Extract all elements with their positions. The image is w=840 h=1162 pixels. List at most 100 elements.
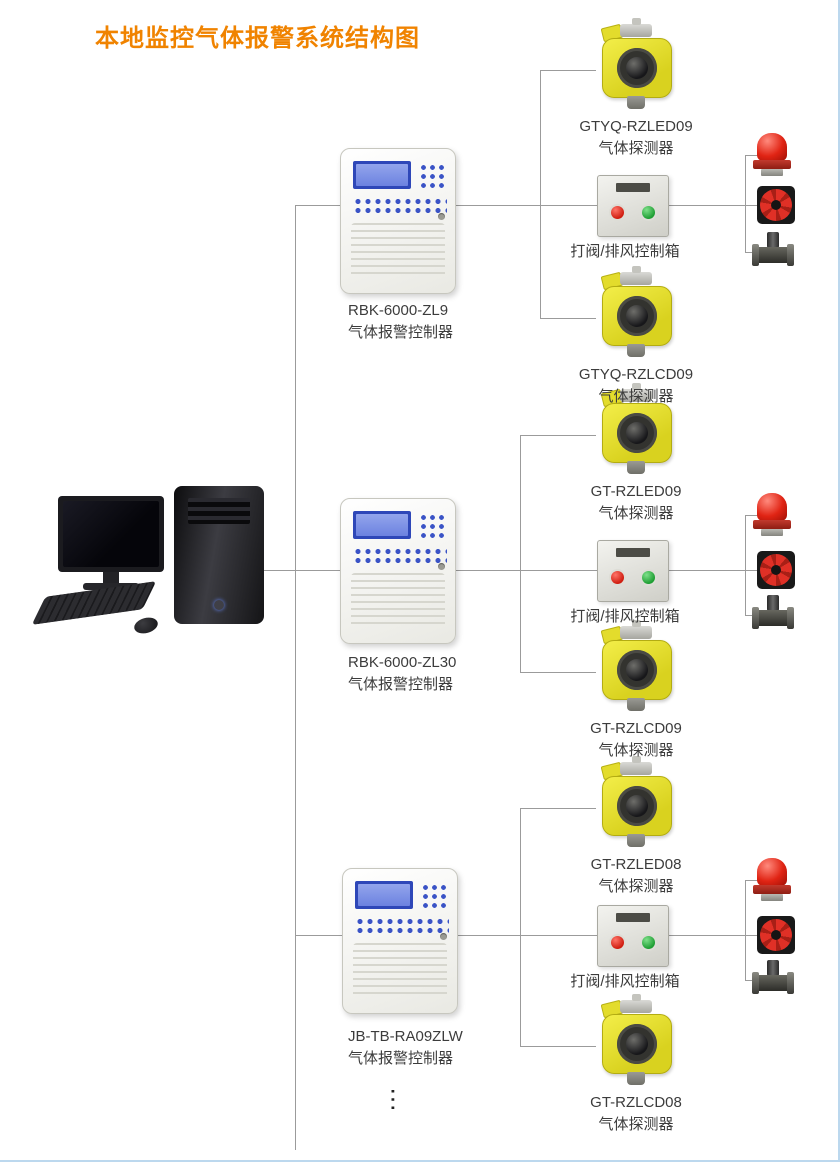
computer-monitor-icon (58, 496, 164, 572)
connector-line (540, 318, 596, 319)
detector-2b-label: GT-RZLCD09 气体探测器 (556, 718, 716, 762)
red-button-icon (611, 936, 624, 949)
controller-lock-icon (438, 563, 445, 570)
detector-display (617, 296, 657, 336)
detector-display (617, 413, 657, 453)
controller-lock-icon (440, 933, 447, 940)
controller-model: JB-TB-RA09ZLW (348, 1028, 463, 1045)
control-box-name: 打阀/排风控制箱 (570, 973, 680, 990)
page-border-bottom (0, 1160, 840, 1162)
detector-body (602, 640, 672, 700)
controller-keypad (419, 163, 447, 189)
connector-line (667, 205, 762, 206)
solenoid-valve-icon (752, 960, 794, 1000)
controller-model: RBK-6000-ZL30 (348, 654, 457, 671)
control-box-name: 打阀/排风控制箱 (570, 608, 680, 625)
detector-1b-label: GTYQ-RZLCD09 气体探测器 (556, 364, 716, 408)
controller-type: 气体报警控制器 (348, 675, 454, 693)
connector-line (454, 205, 597, 206)
connector-line (520, 808, 596, 809)
detector-sensor-head (627, 344, 645, 357)
solenoid-valve-icon (752, 595, 794, 635)
gas-detector-1b (596, 266, 676, 358)
connector-line (745, 155, 746, 252)
control-box-nameplate (616, 548, 650, 557)
exhaust-fan-icon (757, 186, 795, 224)
control-box-nameplate (616, 913, 650, 922)
controller-3 (342, 868, 458, 1014)
controller-type: 气体报警控制器 (348, 323, 454, 341)
connector-line (520, 672, 596, 673)
connector-line (520, 1046, 596, 1047)
detector-display (617, 48, 657, 88)
detector-body (602, 286, 672, 346)
detector-sensor-head (627, 1072, 645, 1085)
controller-2-label: RBK-6000-ZL30 气体报警控制器 (348, 652, 523, 696)
connector-line (745, 515, 746, 615)
gas-detector-2a (596, 383, 676, 475)
controller-lcd-screen (355, 881, 413, 909)
detector-body (602, 403, 672, 463)
connector-line (745, 615, 757, 616)
controller-button-row (355, 917, 449, 935)
red-button-icon (611, 571, 624, 584)
detector-3b-label: GT-RZLCD08 气体探测器 (556, 1092, 716, 1136)
page-border-right (838, 0, 840, 1162)
gas-detector-3b (596, 994, 676, 1086)
detector-display (617, 786, 657, 826)
green-button-icon (642, 936, 655, 949)
detector-cable-gland (620, 266, 652, 285)
connector-line (745, 155, 757, 156)
computer-mouse-icon (132, 615, 160, 636)
control-box-2-label: 打阀/排风控制箱 (545, 606, 705, 628)
detector-1a-label: GTYQ-RZLED09 气体探测器 (556, 116, 716, 160)
control-box-2 (597, 540, 669, 602)
solenoid-valve-icon (752, 232, 794, 272)
gas-detector-1a (596, 18, 676, 110)
green-button-icon (642, 206, 655, 219)
continuation-ellipsis: … (385, 1086, 416, 1113)
connector-line (520, 435, 521, 672)
connector-line (295, 205, 340, 206)
detector-2a-label: GT-RZLED09 气体探测器 (556, 481, 716, 525)
detector-cable-gland (620, 18, 652, 37)
connector-line (454, 570, 597, 571)
controller-keypad (421, 883, 449, 909)
detector-model: GTYQ-RZLED09 (579, 118, 693, 135)
detector-body (602, 1014, 672, 1074)
control-box-3 (597, 905, 669, 967)
gas-detector-3a (596, 756, 676, 848)
connector-line (745, 515, 757, 516)
detector-sensor-head (627, 834, 645, 847)
exhaust-fan-icon (757, 551, 795, 589)
detector-model: GT-RZLCD09 (590, 720, 682, 737)
detector-body (602, 38, 672, 98)
controller-button-row (353, 197, 447, 215)
detector-sensor-head (627, 698, 645, 711)
detector-model: GT-RZLED08 (590, 856, 682, 873)
control-box-name: 打阀/排风控制箱 (570, 243, 680, 260)
alarm-beacon-icon (753, 858, 791, 904)
monitor-screen (63, 501, 159, 567)
connector-line (540, 70, 596, 71)
controller-lcd-screen (353, 161, 411, 189)
connector-line (295, 935, 342, 936)
detector-type: 气体探测器 (598, 504, 674, 522)
connector-line (667, 570, 762, 571)
detector-cable-gland (620, 620, 652, 639)
connector-line (745, 252, 757, 253)
detector-type: 气体探测器 (598, 1115, 674, 1133)
gas-detector-2b (596, 620, 676, 712)
detector-type: 气体探测器 (598, 741, 674, 759)
control-box-nameplate (616, 183, 650, 192)
computer-workstation (28, 486, 268, 646)
detector-model: GTYQ-RZLCD09 (578, 366, 694, 383)
green-button-icon (642, 571, 655, 584)
detector-display (617, 1024, 657, 1064)
detector-type: 气体探测器 (598, 387, 674, 405)
controller-keypad (419, 513, 447, 539)
alarm-beacon-icon (753, 493, 791, 539)
connector-line (745, 980, 757, 981)
diagram-title: 本地监控气体报警系统结构图 (95, 25, 420, 52)
